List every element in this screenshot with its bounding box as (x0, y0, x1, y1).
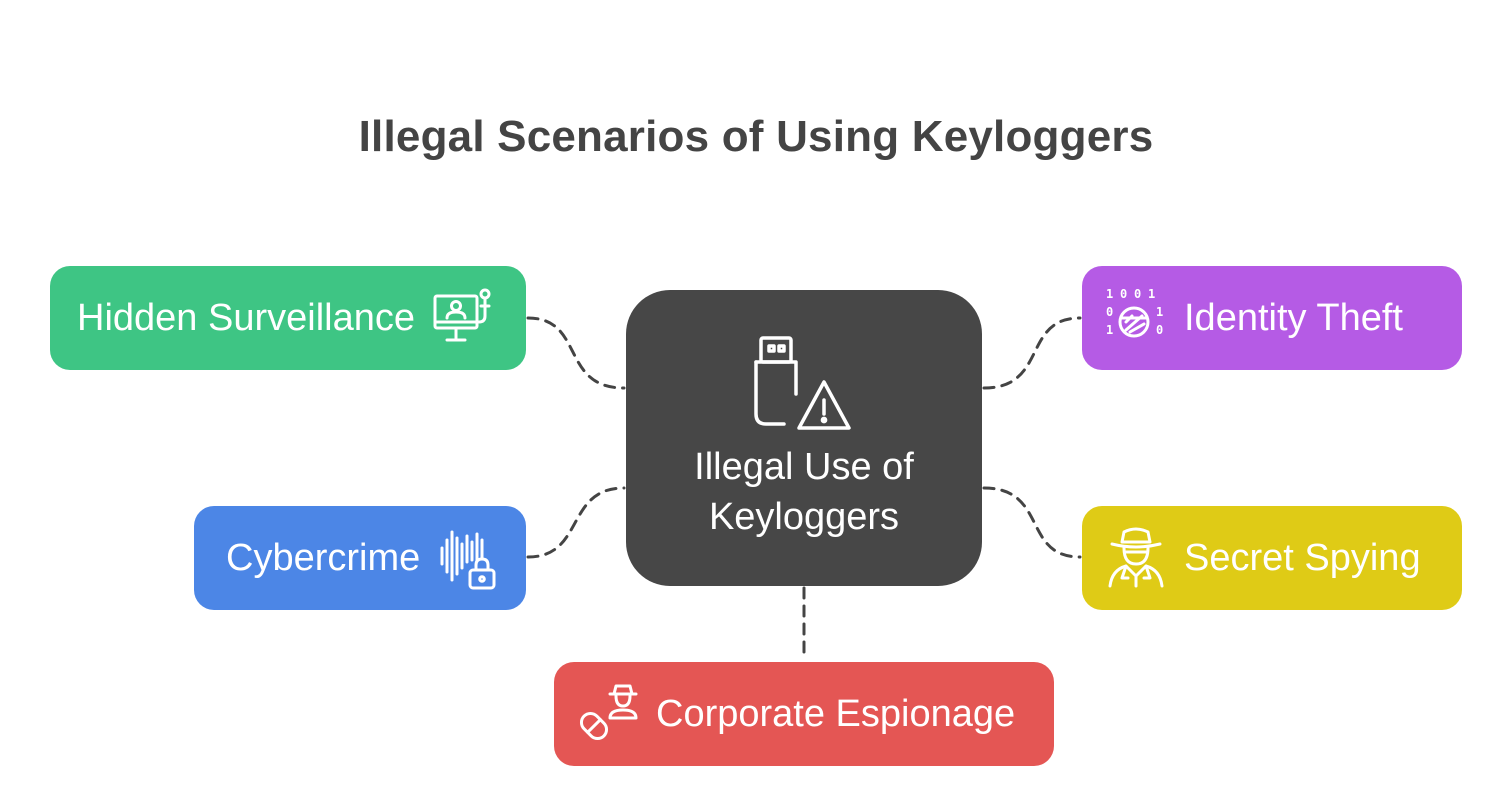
svg-text:0: 0 (1156, 323, 1163, 337)
svg-text:0: 0 (1120, 287, 1127, 301)
center-label-line-2: Keyloggers (708, 496, 900, 538)
svg-text:0: 0 (1134, 287, 1141, 301)
connector-hidden-surveillance (526, 316, 626, 390)
monitor-surveillance-icon (433, 288, 491, 342)
connector-cybercrime (526, 486, 626, 559)
connector-secret-spying (982, 486, 1082, 559)
node-cybercrime-label: Cybercrime (226, 536, 421, 579)
node-cybercrime: Cybercrime (194, 506, 526, 610)
usb-warning-icon (754, 336, 851, 430)
binary-masked-face-icon: 1 0 0 1 0 1 1 0 (1106, 287, 1163, 338)
center-node-illegal-use: Illegal Use of Keyloggers (626, 290, 982, 586)
diagram-title: Illegal Scenarios of Using Keyloggers (358, 112, 1154, 161)
svg-text:1: 1 (1148, 287, 1155, 301)
node-hidden-surveillance-label: Hidden Surveillance (77, 296, 415, 339)
center-label-line-1: Illegal Use of (694, 446, 914, 488)
node-secret-spying: Secret Spying (1082, 506, 1462, 610)
svg-text:1: 1 (1106, 287, 1113, 301)
center-node-label: Illegal Use of Keyloggers (626, 442, 982, 542)
node-identity-theft: 1 0 0 1 0 1 1 0 Identity Theft (1082, 266, 1462, 370)
spy-icon (1108, 527, 1164, 588)
node-corporate-espionage: Corporate Espionage (554, 662, 1054, 766)
node-secret-spying-label: Secret Spying (1184, 536, 1421, 579)
svg-text:1: 1 (1156, 305, 1163, 319)
svg-text:1: 1 (1106, 323, 1113, 337)
node-corporate-espionage-label: Corporate Espionage (656, 692, 1016, 735)
node-identity-theft-label: Identity Theft (1184, 296, 1403, 339)
soundwave-lock-icon (440, 530, 496, 590)
connector-identity-theft (982, 316, 1082, 390)
node-hidden-surveillance: Hidden Surveillance (50, 266, 526, 370)
pill-agent-icon (579, 684, 638, 741)
svg-text:0: 0 (1106, 305, 1113, 319)
